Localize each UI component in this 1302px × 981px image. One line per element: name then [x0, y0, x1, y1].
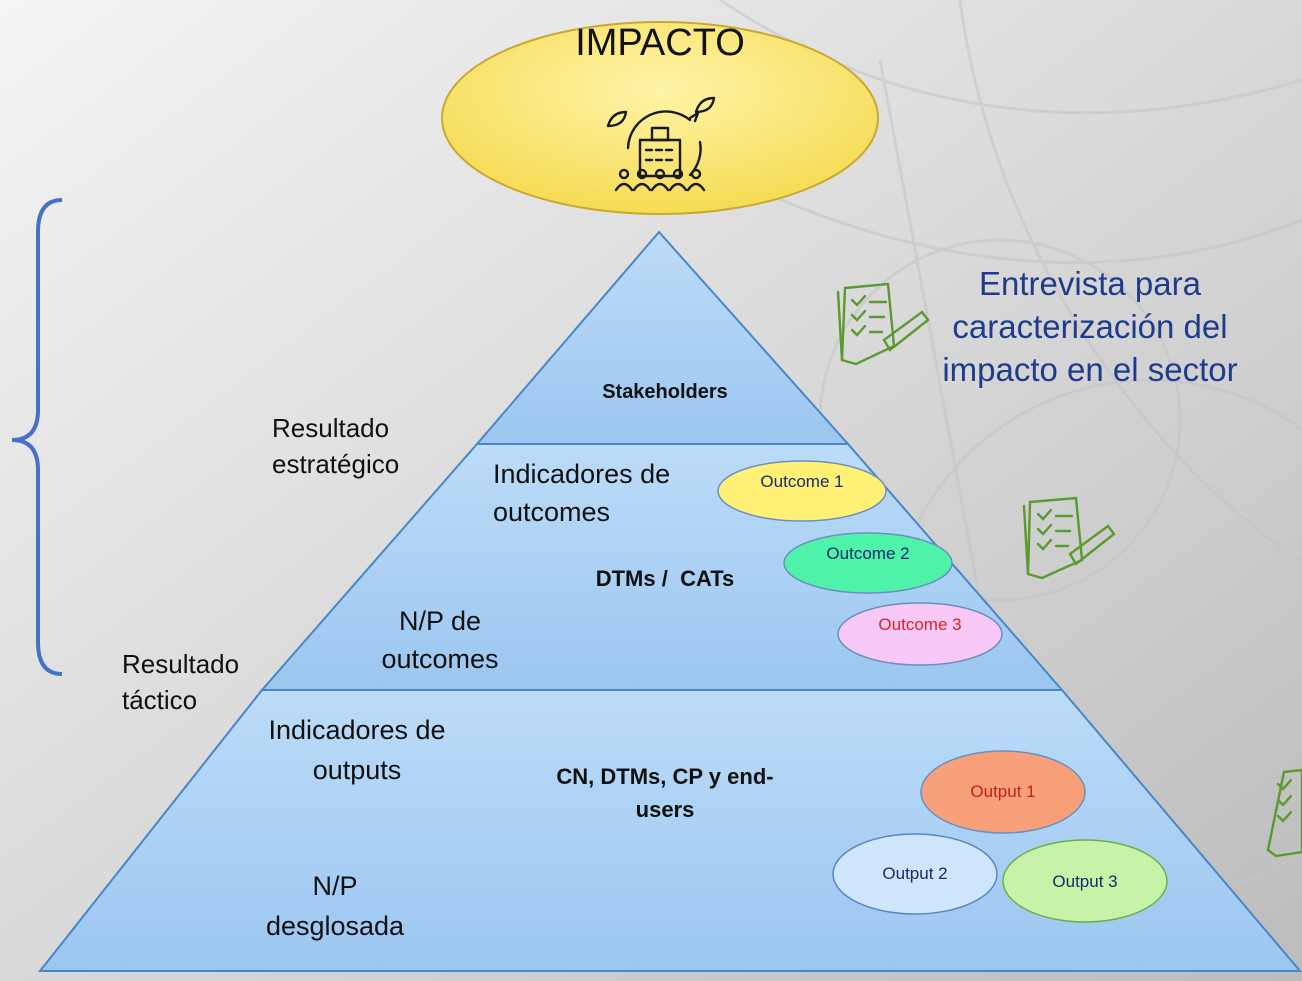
strategic-result-label: Resultado estratégico: [272, 413, 400, 479]
outcome-np-label: N/P de outcomes: [381, 606, 499, 674]
output-3-label: Output 3: [1052, 872, 1118, 891]
strategic-brace: [11, 198, 63, 676]
output-indicators-label: Indicadores de outputs: [268, 715, 446, 785]
output-1-label: Output 1: [970, 782, 1036, 801]
outcome-2-label: Outcome 2: [826, 544, 910, 563]
middle-level-label: DTMs / CATs: [595, 566, 735, 591]
stakeholders-label: Stakeholders: [602, 381, 728, 403]
checklist-icon: [1022, 496, 1116, 580]
output-1-oval: [920, 750, 1086, 834]
outcome-3-label: Outcome 3: [878, 615, 962, 634]
output-3-oval: [1002, 839, 1168, 923]
outcome-1-oval: [717, 460, 887, 522]
output-np-label: N/P desglosada: [265, 871, 405, 941]
impact-title: IMPACTO: [575, 22, 745, 64]
city-community-icon: [606, 96, 716, 192]
bottom-level-label: CN, DTMs, CP y end-users: [556, 764, 774, 822]
output-2-oval: [832, 833, 998, 915]
outcome-2-oval: [783, 532, 953, 594]
outcome-3-oval: [837, 602, 1003, 666]
checklist-icon: [836, 282, 930, 366]
outcome-indicators-label: Indicadores de outcomes: [493, 459, 671, 527]
outcome-1-label: Outcome 1: [760, 472, 844, 491]
interview-label: Entrevista para caracterización del impa…: [942, 265, 1238, 388]
impact-oval: [441, 21, 879, 215]
checklist-icon: [1266, 768, 1302, 858]
output-2-label: Output 2: [882, 864, 948, 883]
pyramid-top-level: [474, 230, 851, 445]
tactical-result-label: Resultado táctico: [122, 649, 240, 715]
